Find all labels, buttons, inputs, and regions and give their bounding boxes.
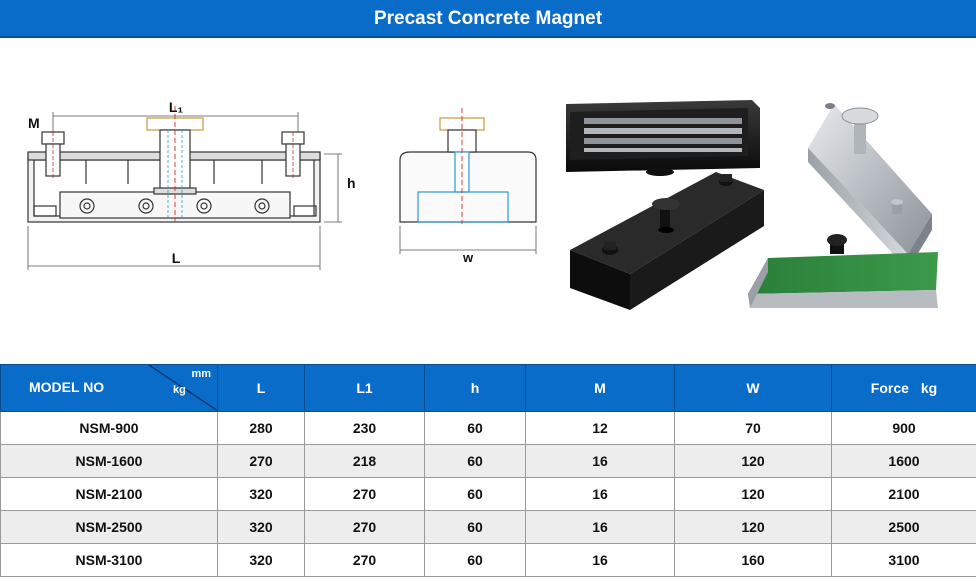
cell-model: NSM-2100: [0, 477, 218, 511]
cell-M: 16: [525, 543, 675, 577]
header-force-label: Force: [870, 380, 909, 396]
cell-W: 120: [674, 444, 832, 478]
header-unit-kg: kg: [173, 384, 186, 396]
front-view-drawing: [27, 106, 342, 270]
cell-force: 2500: [831, 510, 976, 544]
dim-label-w: w: [462, 250, 474, 265]
cell-M: 12: [525, 411, 675, 445]
cell-L1: 230: [304, 411, 425, 445]
header-col-L: L: [217, 364, 305, 412]
cell-L1: 270: [304, 510, 425, 544]
cell-force: 900: [831, 411, 976, 445]
cell-M: 16: [525, 477, 675, 511]
header-col-M: M: [525, 364, 675, 412]
header-unit-mm: mm: [191, 368, 211, 380]
header-force-unit: kg: [920, 380, 938, 396]
product-figure: L₁ M h L w: [0, 38, 976, 364]
cell-L1: 218: [304, 444, 425, 478]
cell-W: 120: [674, 477, 832, 511]
cell-W: 160: [674, 543, 832, 577]
dim-label-L1: L₁: [169, 99, 184, 115]
header-col-W: W: [674, 364, 832, 412]
table-row: NSM-2500 320 270 60 16 120 2500: [0, 510, 976, 544]
photo-black-magnet-top: [566, 100, 760, 176]
technical-drawing: L₁ M h L w: [27, 99, 938, 310]
cell-model: NSM-3100: [0, 543, 218, 577]
header-model-no: MODEL NO mm kg: [0, 364, 218, 412]
cell-model: NSM-2500: [0, 510, 218, 544]
cell-h: 60: [424, 444, 526, 478]
photo-silver-magnet-knob: [808, 103, 932, 270]
cell-L: 320: [217, 510, 305, 544]
cell-h: 60: [424, 477, 526, 511]
cell-force: 2100: [831, 477, 976, 511]
cell-W: 120: [674, 510, 832, 544]
cell-M: 16: [525, 510, 675, 544]
cell-model: NSM-1600: [0, 444, 218, 478]
cell-model: NSM-900: [0, 411, 218, 445]
cell-force: 3100: [831, 543, 976, 577]
dim-label-M: M: [28, 115, 40, 131]
cell-h: 60: [424, 411, 526, 445]
cell-L1: 270: [304, 543, 425, 577]
cell-L: 320: [217, 543, 305, 577]
cell-h: 60: [424, 543, 526, 577]
cell-M: 16: [525, 444, 675, 478]
cell-W: 70: [674, 411, 832, 445]
table-row: NSM-3100 320 270 60 16 160 3100: [0, 543, 976, 577]
page-title: Precast Concrete Magnet: [0, 0, 976, 38]
cell-h: 60: [424, 510, 526, 544]
cell-L: 280: [217, 411, 305, 445]
photo-green-magnet: [748, 234, 938, 308]
cell-L: 320: [217, 477, 305, 511]
header-diagonal-divider: [148, 365, 218, 411]
header-model-label: MODEL NO: [29, 379, 105, 395]
cell-L: 270: [217, 444, 305, 478]
header-col-h: h: [424, 364, 526, 412]
table-row: NSM-900 280 230 60 12 70 900: [0, 411, 976, 445]
table-row: NSM-2100 320 270 60 16 120 2100: [0, 477, 976, 511]
side-view-drawing: [399, 108, 537, 254]
header-col-L1: L1: [304, 364, 425, 412]
cell-force: 1600: [831, 444, 976, 478]
dim-label-h: h: [347, 175, 356, 191]
cell-L1: 270: [304, 477, 425, 511]
dim-label-L: L: [172, 250, 181, 266]
table-row: NSM-1600 270 218 60 16 120 1600: [0, 444, 976, 478]
photo-black-magnet-knob: [570, 172, 764, 310]
